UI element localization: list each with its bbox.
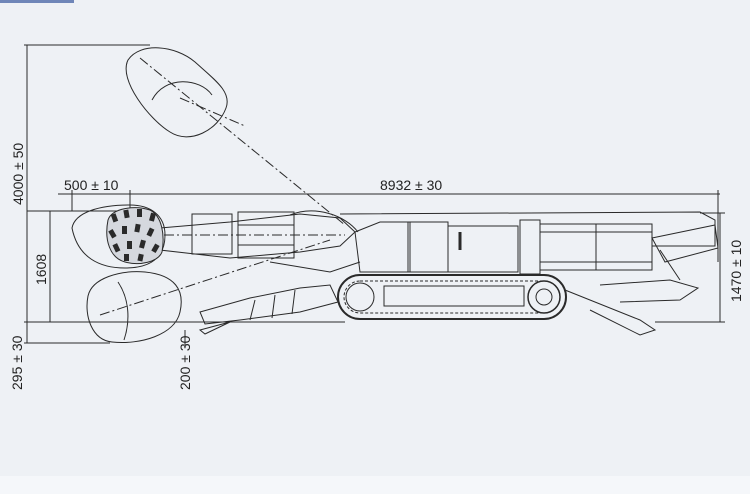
header-tab — [0, 0, 74, 3]
track-frame — [383, 285, 525, 307]
rear-stabilizer-lowered — [564, 289, 657, 336]
rear-stabilizer-link — [659, 249, 681, 281]
cutter-head-working — [106, 207, 164, 265]
dim-label-200: 200 ± 30 — [177, 335, 193, 390]
crawler-track-links — [343, 280, 561, 314]
shovel-lip-lowered — [198, 321, 231, 335]
rear-stabilizer-raised — [599, 279, 700, 303]
boom-raised-axis — [179, 97, 246, 127]
idler-wheel — [345, 282, 375, 312]
crawler-track — [337, 274, 567, 320]
dim-label-1470: 1470 ± 10 — [728, 240, 744, 302]
dim-label-500: 500 ± 10 — [64, 177, 119, 193]
shovel-ribs — [249, 289, 296, 321]
roadheader-drawing: 500 ± 10 8932 ± 30 4000 ± 50 1608 295 ± … — [9, 44, 744, 390]
drive-sprocket — [527, 280, 561, 314]
control-panel — [447, 225, 519, 273]
cutter-head-lowered-seam — [117, 281, 129, 341]
boom-cylinder-lower — [269, 261, 361, 273]
boom-cylinder-upper — [289, 210, 359, 233]
dim-label-8932: 8932 ± 30 — [380, 177, 442, 193]
top-cover — [339, 211, 716, 247]
operator-cabin-box — [407, 221, 449, 273]
loading-shovel — [199, 284, 339, 325]
dim-label-4000: 4000 ± 50 — [10, 143, 26, 205]
rear-unit — [651, 224, 719, 263]
boom-gear-box — [191, 213, 233, 255]
dim-label-1608: 1608 — [33, 254, 49, 285]
cutter-head-lowered — [86, 271, 182, 344]
cutter-head-raised-seam — [151, 81, 213, 101]
cutter-head-raised — [125, 47, 228, 138]
drive-sprocket-hub — [535, 288, 553, 306]
boom-path-raised — [139, 57, 346, 226]
frame-post — [519, 219, 541, 275]
boom-motor — [237, 211, 295, 259]
turret — [354, 221, 411, 273]
bottom-strip — [0, 476, 750, 494]
boom-arm — [159, 213, 356, 259]
dim-label-295: 295 ± 30 — [9, 335, 25, 390]
